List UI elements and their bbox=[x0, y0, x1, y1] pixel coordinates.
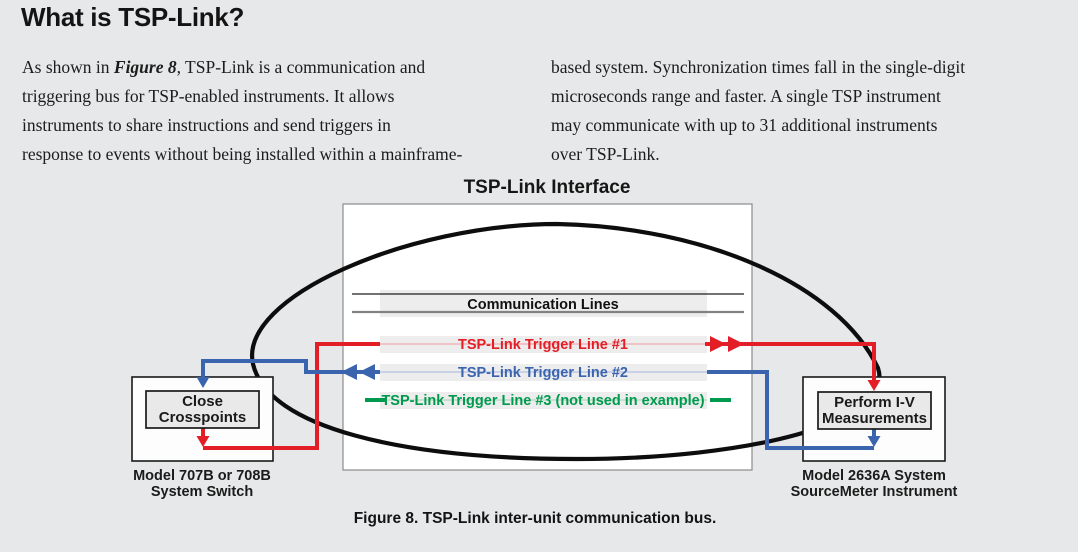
body-line: triggering bus for TSP-enabled instrumen… bbox=[22, 86, 395, 106]
right-action-line2: Measurements bbox=[822, 410, 927, 427]
body-text: As shown in bbox=[22, 57, 114, 77]
body-line: instruments to share instructions and se… bbox=[22, 115, 391, 135]
intro-right-column: based system. Synchronization times fall… bbox=[551, 53, 1026, 169]
blue-arrow-down-right-icon bbox=[867, 436, 881, 447]
blue-arrow-left-icon bbox=[359, 364, 375, 380]
left-instrument-caption-line2: System Switch bbox=[151, 484, 253, 500]
trigger1-label: TSP-Link Trigger Line #1 bbox=[458, 337, 628, 353]
blue-arrow-down-left-icon bbox=[196, 377, 210, 388]
right-instrument-caption-line2: SourceMeter Instrument bbox=[791, 484, 958, 500]
right-instrument-caption-line1: Model 2636A System bbox=[802, 468, 946, 484]
body-text: , TSP-Link is a communication and bbox=[176, 57, 426, 77]
left-action-line1: Close bbox=[182, 393, 223, 410]
red-arrow-down-right-icon bbox=[867, 380, 881, 391]
left-action-box bbox=[145, 390, 260, 429]
left-action-line2: Crosspoints bbox=[159, 409, 247, 426]
trigger2-label: TSP-Link Trigger Line #2 bbox=[458, 365, 628, 381]
figure-caption: Figure 8. TSP-Link inter-unit communicat… bbox=[354, 510, 717, 527]
red-arrow-right-icon bbox=[728, 336, 744, 352]
red-arrow-right-icon bbox=[710, 336, 726, 352]
left-instrument-caption-line1: Model 707B or 708B bbox=[133, 468, 271, 484]
body-line: over TSP-Link. bbox=[551, 144, 660, 164]
bus-ellipse bbox=[250, 221, 882, 462]
body-line: based system. Synchronization times fall… bbox=[551, 57, 966, 77]
red-connector-right bbox=[705, 342, 876, 381]
body-line: response to events without being install… bbox=[22, 144, 463, 164]
trigger3-label: TSP-Link Trigger Line #3 (not used in ex… bbox=[381, 393, 704, 409]
blue-connector-right bbox=[707, 370, 874, 450]
figure-title: TSP-Link Interface bbox=[464, 177, 631, 198]
body-line: As shown in Figure 8, TSP-Link is a comm… bbox=[22, 53, 534, 82]
figure-reference: Figure 8 bbox=[113, 57, 177, 77]
red-arrow-down-left-icon bbox=[196, 436, 210, 447]
blue-connector-left bbox=[201, 359, 380, 378]
blue-arrow-left-icon bbox=[341, 364, 357, 380]
body-line: may communicate with up to 31 additional… bbox=[551, 115, 938, 135]
right-action-line1: Perform I-V bbox=[834, 394, 915, 411]
page-title: What is TSP-Link? bbox=[21, 2, 245, 32]
intro-left-column: As shown in Figure 8, TSP-Link is a comm… bbox=[22, 53, 534, 169]
right-action-box bbox=[817, 391, 932, 430]
red-connector-left bbox=[203, 342, 380, 450]
communication-lines-label: Communication Lines bbox=[467, 297, 618, 313]
body-line: microseconds range and faster. A single … bbox=[551, 86, 941, 106]
